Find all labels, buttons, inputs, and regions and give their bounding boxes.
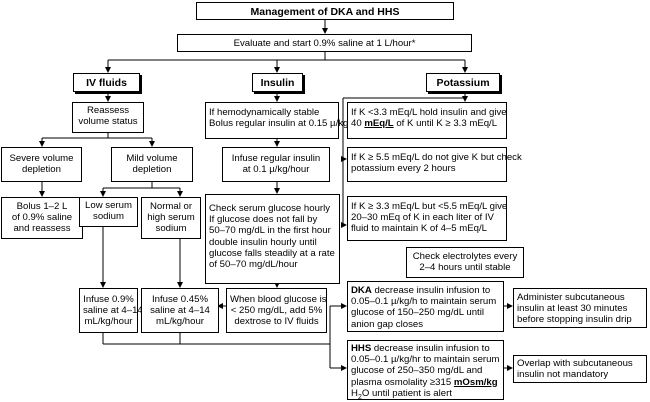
insulin-header: Insulin: [252, 73, 303, 92]
potassium-header: Potassium: [426, 73, 500, 92]
potassium-low-box: If K <3.3 mEq/L hold insulin and give 40…: [347, 102, 507, 139]
chart-title: Management of DKA and HHS: [196, 2, 454, 20]
glucose-250-box: When blood glucose is< 250 mg/dL, add 5%…: [226, 288, 327, 333]
hhs-box: HHS decrease insulin infusion to 0.05–0.…: [347, 340, 504, 401]
evaluate-step: Evaluate and start 0.9% saline at 1 L/ho…: [177, 34, 472, 52]
potassium-high-box: If K ≥ 5.5 mEq/L do not give K but check…: [347, 147, 522, 182]
iv-fluids-header: IV fluids: [73, 73, 140, 92]
dka-box: DKA decrease insulin infusion to 0.05–0.…: [347, 281, 504, 332]
